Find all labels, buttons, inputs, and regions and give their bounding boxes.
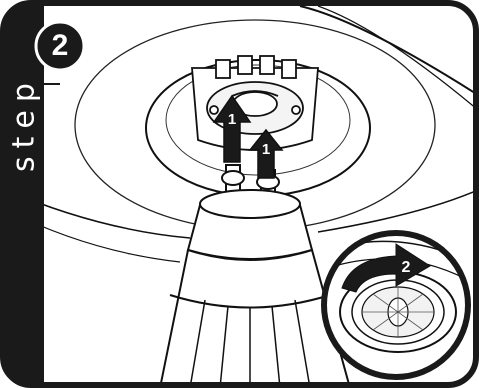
- lampholder: [192, 56, 318, 150]
- step-label: step: [4, 64, 44, 184]
- rotate-marker-2: 2: [402, 259, 411, 276]
- magnified-inset: 2: [324, 233, 470, 377]
- arrow-marker-1b: 1: [262, 141, 270, 158]
- arrow-marker-1a: 1: [228, 111, 236, 128]
- step-number: 2: [38, 24, 82, 68]
